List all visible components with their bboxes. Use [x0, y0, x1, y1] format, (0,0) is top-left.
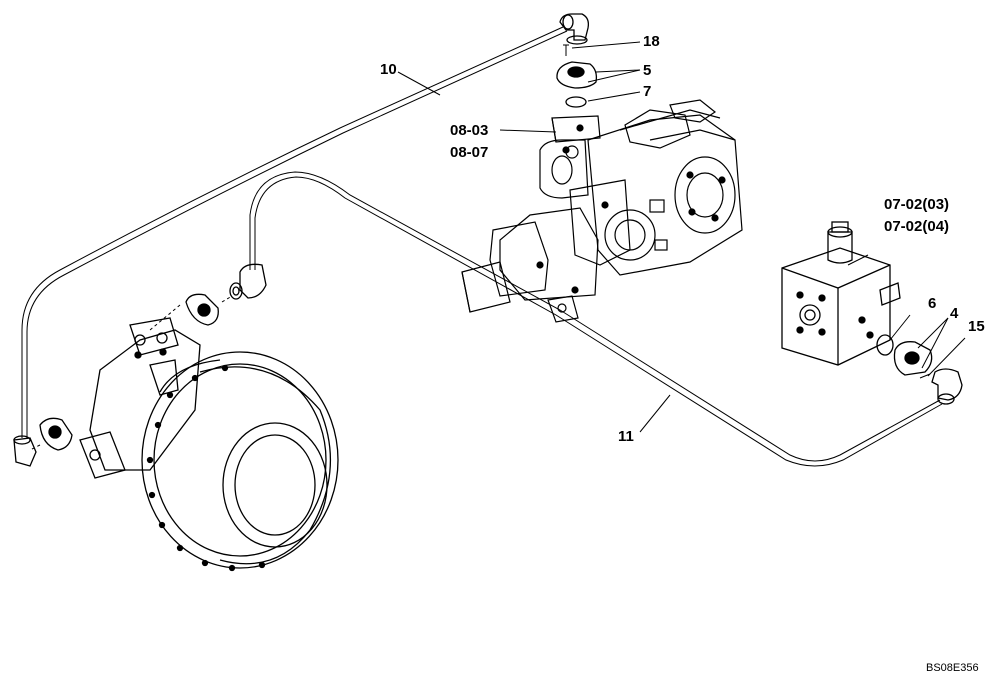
callout-18: 18	[643, 33, 660, 50]
placement-dashes	[29, 295, 233, 451]
callout-11: 11	[618, 428, 634, 445]
callout-5: 5	[643, 62, 652, 79]
pump-assembly	[461, 99, 743, 323]
left-elbow-fitting	[13, 435, 37, 467]
bolt-18	[563, 44, 569, 56]
o-ring-7	[565, 96, 587, 108]
o-ring-6	[876, 334, 894, 356]
flange-5	[556, 61, 598, 89]
callout-07-02-03: 07-02(03)	[884, 196, 950, 213]
callout-4: 4	[950, 305, 959, 322]
callout-07-02-04: 07-02(04)	[884, 218, 950, 235]
callout-6: 6	[928, 295, 937, 312]
valve-block	[781, 221, 901, 366]
bolt-15	[919, 373, 931, 379]
drawing-reference: BS08E356	[926, 662, 979, 674]
leader-lines	[397, 41, 966, 433]
right-elbow-fitting	[931, 368, 963, 405]
motor-left-flange	[39, 417, 73, 451]
callout-08-03: 08-03	[450, 122, 489, 139]
callout-15: 15	[968, 318, 985, 335]
callout-08-07: 08-07	[450, 144, 489, 161]
upper-elbow-fitting	[559, 13, 590, 45]
motor-elbow-fitting	[229, 263, 267, 300]
hose-11	[249, 171, 943, 467]
callout-7: 7	[643, 83, 652, 100]
hose-10	[21, 26, 568, 438]
callout-10: 10	[380, 61, 397, 78]
travel-motor	[79, 317, 339, 572]
motor-upper-flange	[185, 293, 219, 326]
flange-4	[893, 341, 933, 376]
